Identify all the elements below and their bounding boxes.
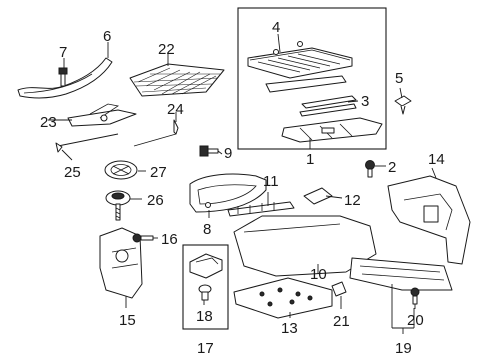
- callout-8: 8: [203, 221, 211, 238]
- callout-1: 1: [306, 151, 314, 168]
- trunk-floor-mat-part: [233, 215, 377, 277]
- callout-22: 22: [158, 41, 175, 58]
- callout-18: 18: [196, 308, 213, 325]
- bolt-16-part: [132, 233, 154, 243]
- leader-lines: [48, 33, 437, 334]
- callout-13: 13: [281, 320, 298, 337]
- callout-7: 7: [59, 44, 67, 61]
- callout-4: 4: [272, 19, 280, 36]
- callout-27: 27: [150, 164, 167, 181]
- callout-25: 25: [64, 164, 81, 181]
- lug-wrench-part: [55, 133, 119, 153]
- cover-assembly-group-frame: [237, 7, 387, 150]
- callout-5: 5: [395, 70, 403, 87]
- jack-handle-part: [133, 119, 179, 147]
- subwoofer-group-frame: [182, 244, 229, 330]
- callout-9: 9: [224, 145, 232, 162]
- callout-16: 16: [161, 231, 178, 248]
- cover-tray-part: [281, 117, 383, 143]
- clip-part: [394, 95, 412, 115]
- cover-roller-part: [247, 41, 353, 93]
- callout-3: 3: [361, 93, 369, 110]
- callout-6: 6: [103, 28, 111, 45]
- callout-2: 2: [388, 159, 396, 176]
- rear-trim-panel-part: [189, 173, 267, 213]
- side-tray-part: [99, 227, 143, 299]
- cross-strip-part: [227, 201, 295, 217]
- jack-part: [67, 103, 137, 127]
- grommet-18-part: [198, 284, 212, 301]
- cargo-net-part: [129, 63, 225, 97]
- callout-14: 14: [428, 151, 445, 168]
- callout-23: 23: [40, 114, 57, 131]
- callout-21: 21: [333, 313, 350, 330]
- callout-15: 15: [119, 312, 136, 329]
- side-trim-panel-part: [387, 175, 471, 265]
- callout-10: 10: [310, 266, 327, 283]
- subwoofer-bracket-part: [189, 253, 223, 279]
- rear-sill-plate-part: [349, 257, 453, 291]
- tie-down-strap-part: [17, 57, 113, 99]
- clip-20-part: [410, 287, 420, 305]
- callout-12: 12: [344, 192, 361, 209]
- bolt-9-part: [199, 145, 219, 157]
- cover-strip-part: [299, 95, 357, 117]
- callout-20: 20: [407, 312, 424, 329]
- callout-26: 26: [147, 192, 164, 209]
- callout-11: 11: [263, 173, 279, 190]
- callout-24: 24: [167, 101, 184, 118]
- deck-board-part: [233, 277, 333, 319]
- screw-2-part: [365, 160, 375, 178]
- hub-cap-part: [104, 160, 138, 180]
- callout-19: 19: [395, 340, 412, 357]
- spare-tire-bolt-part: [105, 190, 131, 221]
- bracket-12-part: [303, 187, 333, 205]
- clip-21-part: [331, 281, 347, 297]
- callout-17: 17: [197, 340, 214, 357]
- callout-labels: 1 2 3 4 5 6 7 8 9 10 11 12 13 14 15 16 1…: [40, 19, 445, 357]
- bolt-7-part: [58, 67, 68, 87]
